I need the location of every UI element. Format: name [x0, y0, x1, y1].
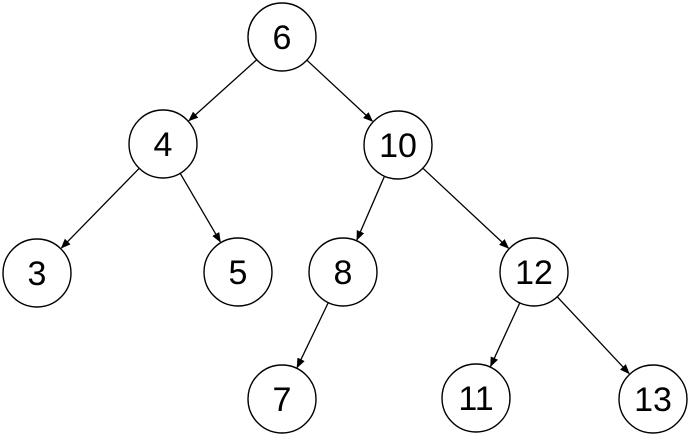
node-label: 10	[379, 127, 417, 165]
tree-node-5: 5	[203, 237, 273, 307]
tree-node-12: 12	[499, 237, 569, 307]
edges-layer	[60, 59, 630, 375]
tree-edge-6-10	[306, 59, 374, 122]
tree-node-3: 3	[2, 238, 72, 308]
node-label: 5	[229, 254, 248, 292]
node-circle	[499, 237, 569, 307]
tree-node-4: 4	[128, 109, 198, 179]
tree-node-11: 11	[441, 363, 511, 433]
node-label: 3	[28, 255, 47, 293]
node-label: 7	[273, 381, 292, 419]
node-label: 6	[273, 19, 292, 57]
tree-edge-4-5	[179, 173, 221, 243]
tree-edge-10-8	[356, 175, 386, 241]
tree-edge-10-12	[422, 167, 510, 249]
node-circle	[618, 364, 688, 434]
node-circle	[128, 109, 198, 179]
node-circle	[308, 237, 378, 307]
tree-edge-6-4	[188, 59, 258, 122]
tree-edge-8-7	[296, 302, 329, 369]
tree-edge-4-3	[60, 167, 140, 249]
tree-edge-12-13	[556, 296, 630, 375]
tree-node-6: 6	[247, 2, 317, 72]
node-circle	[441, 363, 511, 433]
node-label: 8	[334, 254, 353, 292]
node-circle	[2, 238, 72, 308]
node-label: 13	[634, 381, 672, 419]
tree-node-8: 8	[308, 237, 378, 307]
tree-node-13: 13	[618, 364, 688, 434]
node-label: 12	[515, 254, 553, 292]
node-circle	[247, 2, 317, 72]
node-label: 4	[154, 126, 173, 164]
node-circle	[203, 237, 273, 307]
node-circle	[363, 110, 433, 180]
node-label: 11	[458, 380, 493, 418]
node-circle	[247, 364, 317, 434]
tree-edge-12-11	[490, 302, 521, 368]
tree-node-10: 10	[363, 110, 433, 180]
tree-node-7: 7	[247, 364, 317, 434]
